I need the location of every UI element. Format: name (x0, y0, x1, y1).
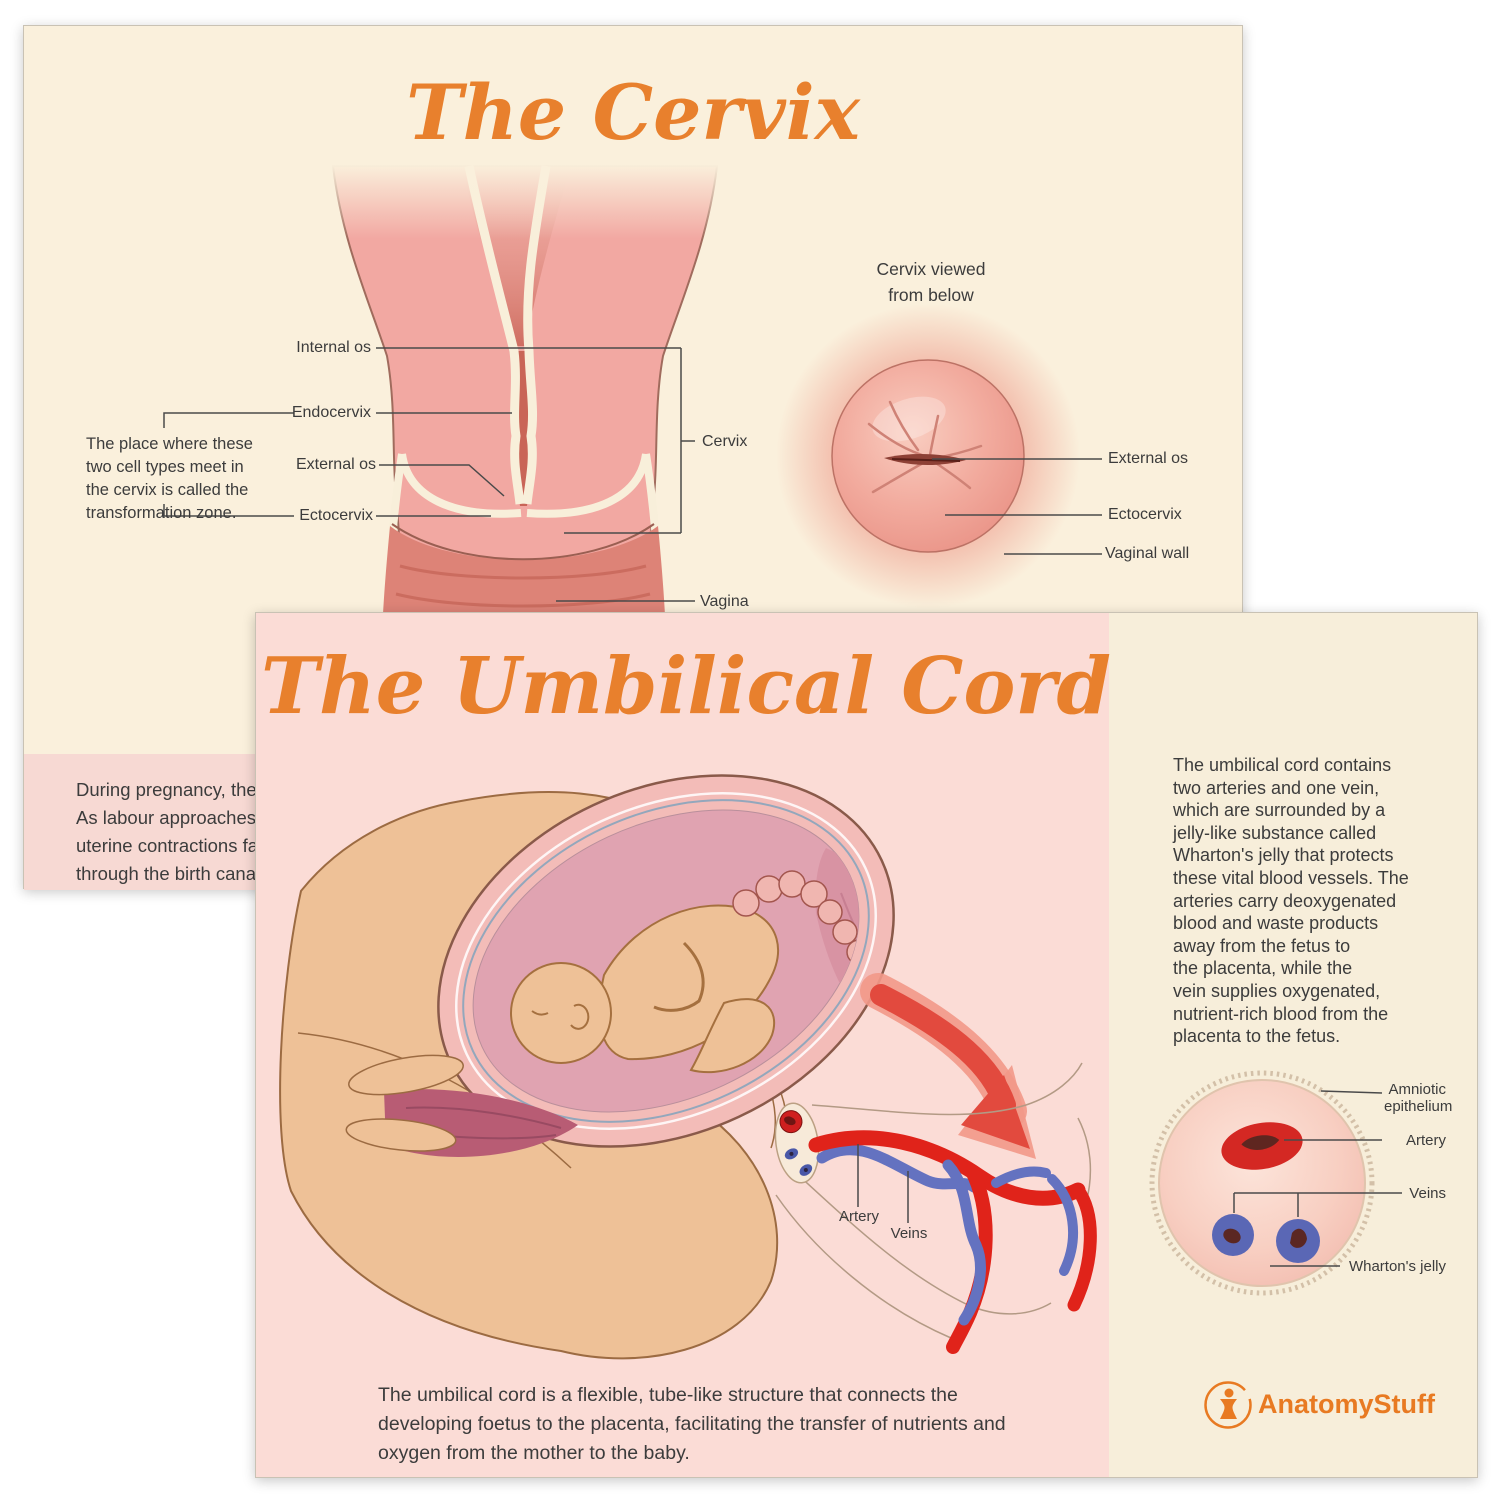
label-cs-veins: Veins (1409, 1185, 1446, 1202)
label-endocervix: Endocervix (291, 404, 371, 421)
cervix-leader-lines (163, 347, 1102, 602)
vessel-leader-lines (857, 1144, 909, 1223)
birth-canal (345, 1054, 578, 1157)
cord-membranes (775, 1062, 1092, 1339)
label-below-ectocervix: Ectocervix (1108, 506, 1182, 523)
label-cord-veins: Veins (890, 1225, 928, 1242)
umbilical-bottom-paragraph: The umbilical cord is a flexible, tube-l… (378, 1384, 1006, 1464)
label-vaginal-wall: Vaginal wall (1105, 545, 1190, 562)
umbilical-cord-poster: The Umbilical Cord (255, 612, 1478, 1478)
cervix-illustration (163, 164, 1102, 639)
label-internal-os: Internal os (296, 339, 371, 356)
zoom-arrow-icon (860, 973, 1036, 1159)
cord-cut-disc (774, 1102, 820, 1184)
anatomystuff-logo-icon (1204, 1381, 1252, 1429)
label-external-os: External os (295, 456, 376, 473)
umbilical-illustration (279, 774, 1402, 1429)
label-whartons-jelly: Wharton's jelly (1348, 1258, 1446, 1275)
cord-vessels (808, 1130, 1097, 1354)
label-vagina: Vagina (700, 593, 749, 610)
label-cs-artery: Artery (1405, 1132, 1446, 1149)
umbilical-sidebar (1109, 613, 1477, 1477)
label-below-external-os: External os (1108, 450, 1189, 467)
cervix-frontal-section (314, 164, 734, 639)
anatomystuff-logo-text: AnatomyStuff (1258, 1389, 1435, 1419)
cord-cross-section (1149, 1070, 1402, 1296)
umbilical-poster-title: The Umbilical Cord (260, 641, 1112, 732)
label-amniotic-epithelium: Amniotic epithelium (1384, 1081, 1453, 1115)
label-ectocervix: Ectocervix (299, 507, 373, 524)
uterus (437, 774, 908, 1148)
label-cervix: Cervix (702, 433, 748, 450)
cervix-below-view (776, 304, 1080, 608)
cervix-poster-title: The Cervix (406, 68, 860, 157)
fetus (510, 904, 779, 1074)
label-cord-artery: Artery (838, 1208, 879, 1225)
